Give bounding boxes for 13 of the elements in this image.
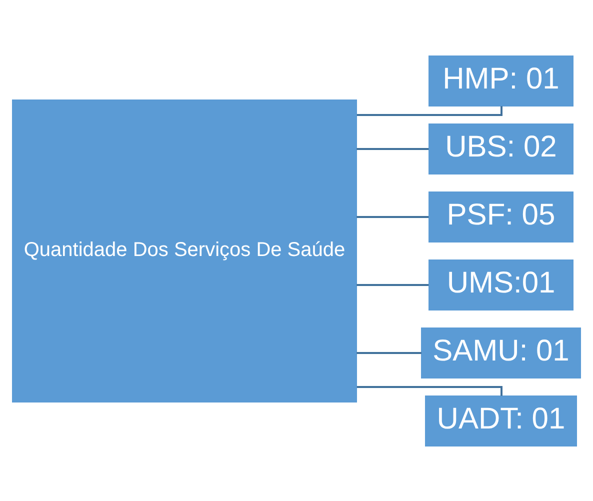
- node-box: UBS: 02: [428, 123, 574, 174]
- connector: [356, 284, 429, 286]
- connector: [356, 386, 502, 396]
- node-box: HMP: 01: [428, 55, 574, 106]
- connector: [356, 106, 502, 116]
- node-box: PSF: 05: [428, 191, 574, 242]
- node-box: Quantidade Dos Serviços De Saúde: [12, 99, 357, 402]
- node-box: SAMU: 01: [421, 327, 581, 378]
- connector: [356, 216, 429, 218]
- node-box: UADT: 01: [425, 395, 577, 446]
- node-box: UMS:01: [428, 259, 574, 310]
- connector: [356, 148, 429, 150]
- connector: [356, 352, 422, 354]
